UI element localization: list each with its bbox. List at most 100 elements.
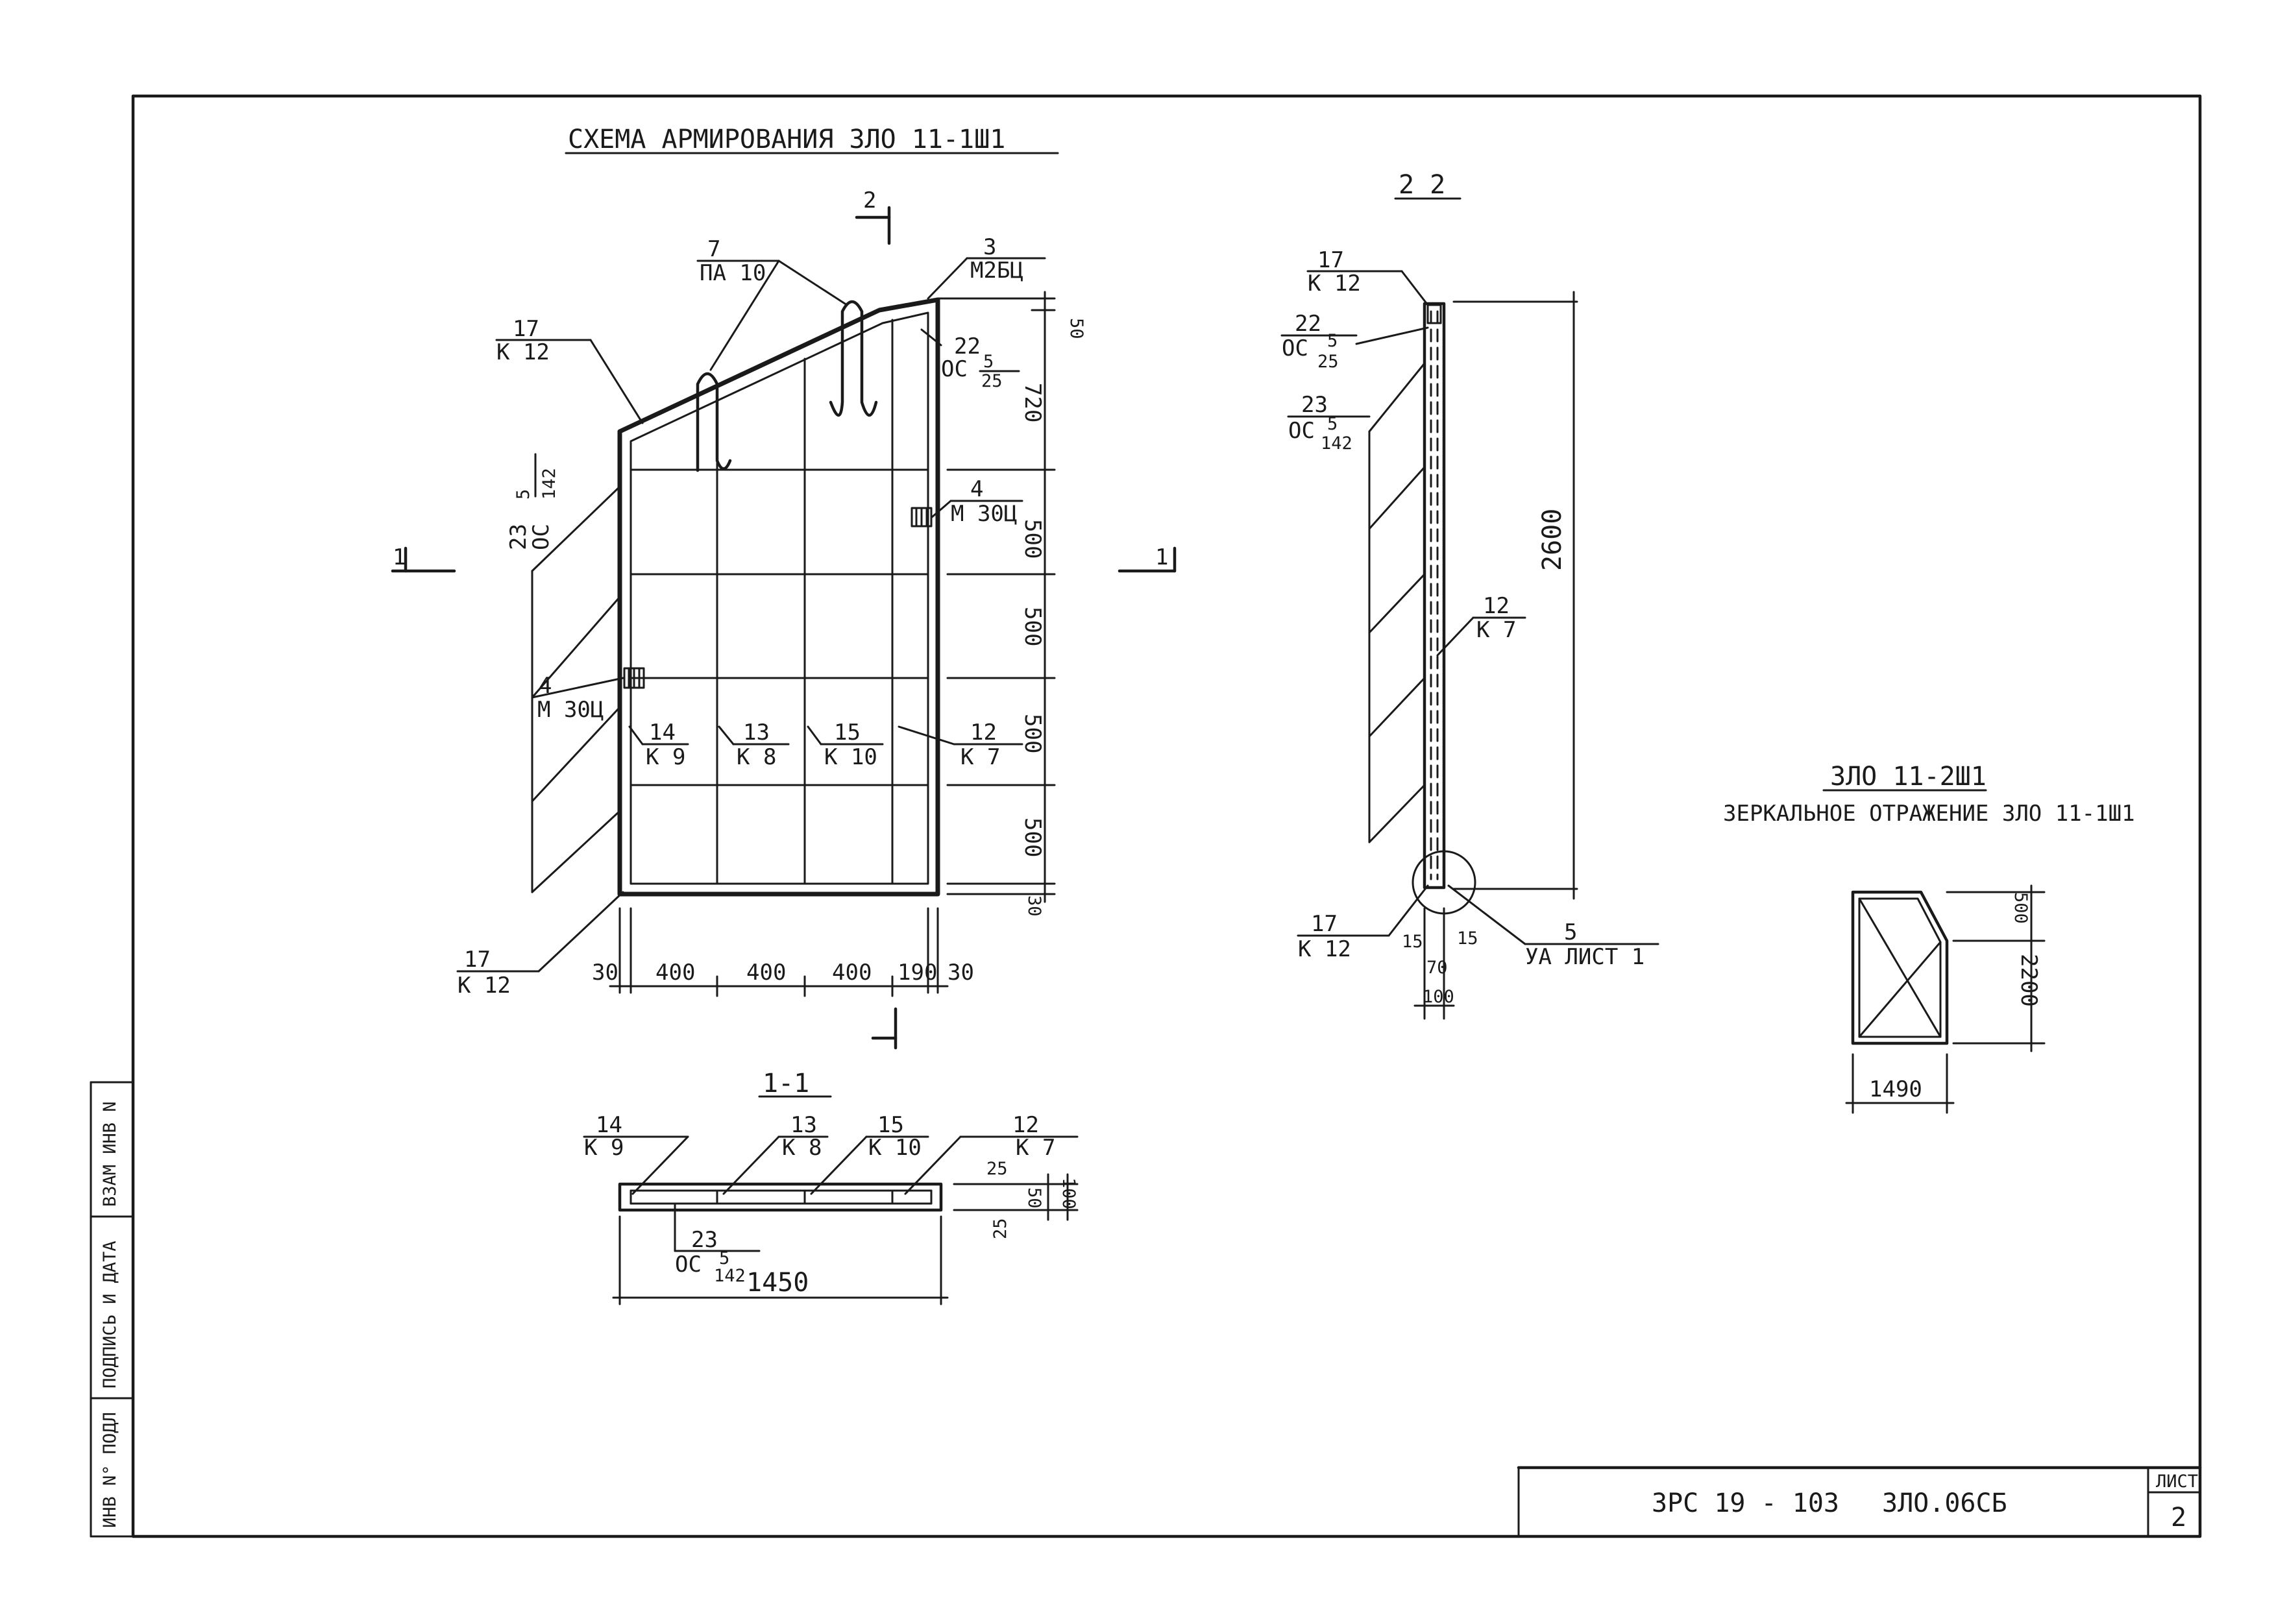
svg-text:23: 23 (1301, 392, 1328, 418)
sheet-frame (90, 94, 2202, 1538)
svg-text:14: 14 (596, 1112, 622, 1138)
callout-22: 22 ОС 5 25 (920, 328, 1020, 391)
svg-text:23: 23 (691, 1227, 718, 1253)
callout-7: 7 ПА 10 (696, 236, 848, 371)
svg-text:К 10: К 10 (824, 744, 877, 770)
callout-side-12: 12 К 7 (1436, 593, 1526, 657)
dim-190: 190 (898, 960, 937, 986)
stamp-code1: 3РС 19 - 103 (1652, 1488, 1839, 1518)
callout-23-vertical: 23 ОС 5 142 (506, 453, 559, 550)
callout-plan-23: 23 ОС 5 142 (674, 1202, 761, 1286)
svg-text:142: 142 (714, 1266, 746, 1286)
svg-text:ОС: ОС (1288, 418, 1315, 444)
margin-sign-date: ПОДПИСЬ И ДАТА (100, 1241, 120, 1388)
dim-400-b: 400 (746, 960, 786, 986)
svg-text:К 9: К 9 (646, 744, 685, 770)
plan-outline (618, 1182, 943, 1212)
section-mark-top: 2 (863, 188, 876, 213)
section-mark-left: 1 (393, 544, 406, 570)
svg-text:ОС: ОС (1282, 335, 1308, 361)
svg-text:5: 5 (1327, 331, 1338, 351)
svg-text:5: 5 (1327, 414, 1338, 434)
svg-text:4: 4 (539, 673, 552, 699)
svg-text:22: 22 (954, 333, 981, 359)
svg-text:15: 15 (877, 1112, 904, 1138)
svg-text:7: 7 (707, 236, 720, 262)
panel-inner-outline (630, 311, 929, 885)
svg-text:12: 12 (1012, 1112, 1039, 1138)
svg-text:К 12: К 12 (1298, 936, 1351, 962)
vdim-500-d: 500 (1020, 818, 1046, 857)
svg-text:17: 17 (464, 947, 491, 973)
callout-side-17-top: 17 К 12 (1306, 247, 1429, 306)
section-2-2: 2 2 2600 15 15 70 100 17 К 12 (1280, 170, 1659, 1020)
svg-text:3: 3 (983, 234, 996, 260)
section-1-1: 1-1 1450 25 50 100 25 14 К 9 13 К (583, 1069, 1079, 1305)
dim-400-a: 400 (655, 960, 695, 986)
plan-dim-25: 25 (986, 1159, 1008, 1179)
vdim-500-a: 500 (1020, 519, 1046, 559)
callout-plan-12: 12 К 7 (904, 1112, 1079, 1195)
vdim-720: 720 (1020, 383, 1046, 422)
callout-14: 14 К 9 (628, 720, 689, 770)
svg-text:К 12: К 12 (1308, 271, 1361, 297)
svg-text:25: 25 (1317, 352, 1339, 372)
vdim-500-b: 500 (1020, 607, 1046, 646)
callout-4-left: 4 М 30Ц (531, 673, 624, 723)
svg-text:ОС: ОС (941, 356, 968, 382)
mirror-title: 3ЛО 11-2Ш1 (1830, 762, 1987, 792)
svg-text:К 10: К 10 (868, 1135, 922, 1161)
svg-text:13: 13 (790, 1112, 817, 1138)
vdim-50: 50 (1066, 318, 1086, 339)
side-dim-100: 100 (1423, 987, 1454, 1007)
title-block: 3РС 19 - 103 3ЛО.06СБ ЛИСТ 2 (1517, 1466, 2202, 1538)
svg-text:142: 142 (1321, 433, 1352, 454)
side-dim-2600: 2600 (1537, 509, 1567, 571)
callout-12: 12 К 7 (898, 720, 1023, 770)
svg-text:К 7: К 7 (960, 744, 1000, 770)
mirror-dim-2200: 2200 (2016, 954, 2042, 1007)
margin-vzam: ВЗАМ ИНВ N (100, 1101, 120, 1207)
svg-text:15: 15 (834, 720, 861, 745)
side-panel-outline (1423, 302, 1446, 890)
svg-text:М2БЦ: М2БЦ (970, 258, 1023, 284)
mirror-dim-500: 500 (2011, 892, 2031, 924)
plan-dim-c25: 25 (990, 1218, 1010, 1239)
main-title-text: СХЕМА АРМИРОВАНИЯ 3ЛО 11-1Ш1 (568, 125, 1005, 154)
plan-dim-1450: 1450 (746, 1268, 809, 1298)
mirror-panel-outline (1851, 890, 1949, 1045)
callout-17-bottom: 17 К 12 (456, 891, 624, 999)
svg-text:5: 5 (983, 352, 994, 372)
lifting-loop-right (829, 300, 878, 417)
svg-text:М 30Ц: М 30Ц (951, 501, 1017, 527)
svg-text:К 9: К 9 (584, 1135, 624, 1161)
plan-dim-100: 100 (1058, 1178, 1079, 1209)
svg-text:К 8: К 8 (737, 744, 776, 770)
lifting-loop-left (696, 372, 732, 472)
front-view: 1 1 2 7 ПА 10 3 М2БЦ 17 К 12 (391, 188, 1177, 1050)
callout-plan-13: 13 К 8 (722, 1112, 829, 1195)
svg-text:ОС: ОС (528, 524, 554, 550)
svg-text:ПА 10: ПА 10 (700, 260, 766, 286)
svg-text:25: 25 (981, 371, 1003, 391)
panel-outline (617, 297, 940, 897)
section-2-2-title: 2 2 (1399, 170, 1445, 200)
callout-17-top: 17 К 12 (495, 316, 644, 424)
svg-text:12: 12 (1483, 593, 1510, 619)
mirror-dim-1490: 1490 (1869, 1076, 1922, 1102)
svg-text:23: 23 (506, 524, 532, 550)
svg-text:13: 13 (743, 720, 770, 745)
svg-text:УА ЛИСТ 1: УА ЛИСТ 1 (1525, 944, 1645, 970)
svg-text:12: 12 (970, 720, 997, 745)
main-title: СХЕМА АРМИРОВАНИЯ 3ЛО 11-1Ш1 (565, 125, 1059, 154)
dim-30-right: 30 (948, 960, 974, 986)
plan-dim-50: 50 (1024, 1187, 1044, 1209)
stamp-sheet-no: 2 (2171, 1503, 2186, 1533)
svg-text:22: 22 (1295, 311, 1321, 337)
section-mark-right: 1 (1155, 544, 1168, 570)
callout-plan-15: 15 К 10 (810, 1112, 929, 1195)
svg-text:4: 4 (970, 476, 983, 502)
vdim-500-c: 500 (1020, 714, 1046, 753)
